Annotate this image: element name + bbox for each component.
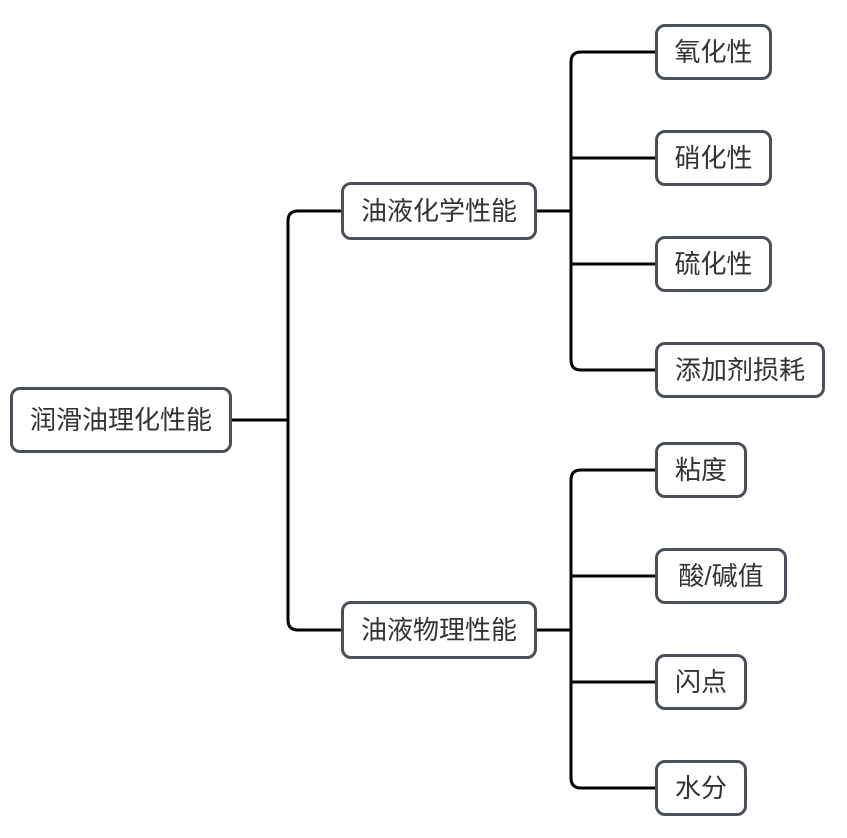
node-moisture: 水分 xyxy=(655,760,747,816)
node-root: 润滑油理化性能 xyxy=(10,387,232,453)
node-oxidation: 氧化性 xyxy=(655,24,772,80)
connector-physical-bracket xyxy=(569,468,655,790)
node-flash-point: 闪点 xyxy=(655,654,747,710)
connector-trunk-bracket xyxy=(286,209,341,632)
node-physical-properties: 油液物理性能 xyxy=(341,601,537,659)
node-nitration: 硝化性 xyxy=(655,130,772,186)
connector-chemical-bracket xyxy=(569,50,655,372)
node-acid-base-value: 酸/碱值 xyxy=(655,548,787,604)
node-sulfidation: 硫化性 xyxy=(655,236,772,292)
node-additive-loss: 添加剂损耗 xyxy=(655,342,825,398)
node-chemical-properties: 油液化学性能 xyxy=(341,182,537,240)
node-viscosity: 粘度 xyxy=(655,442,747,498)
